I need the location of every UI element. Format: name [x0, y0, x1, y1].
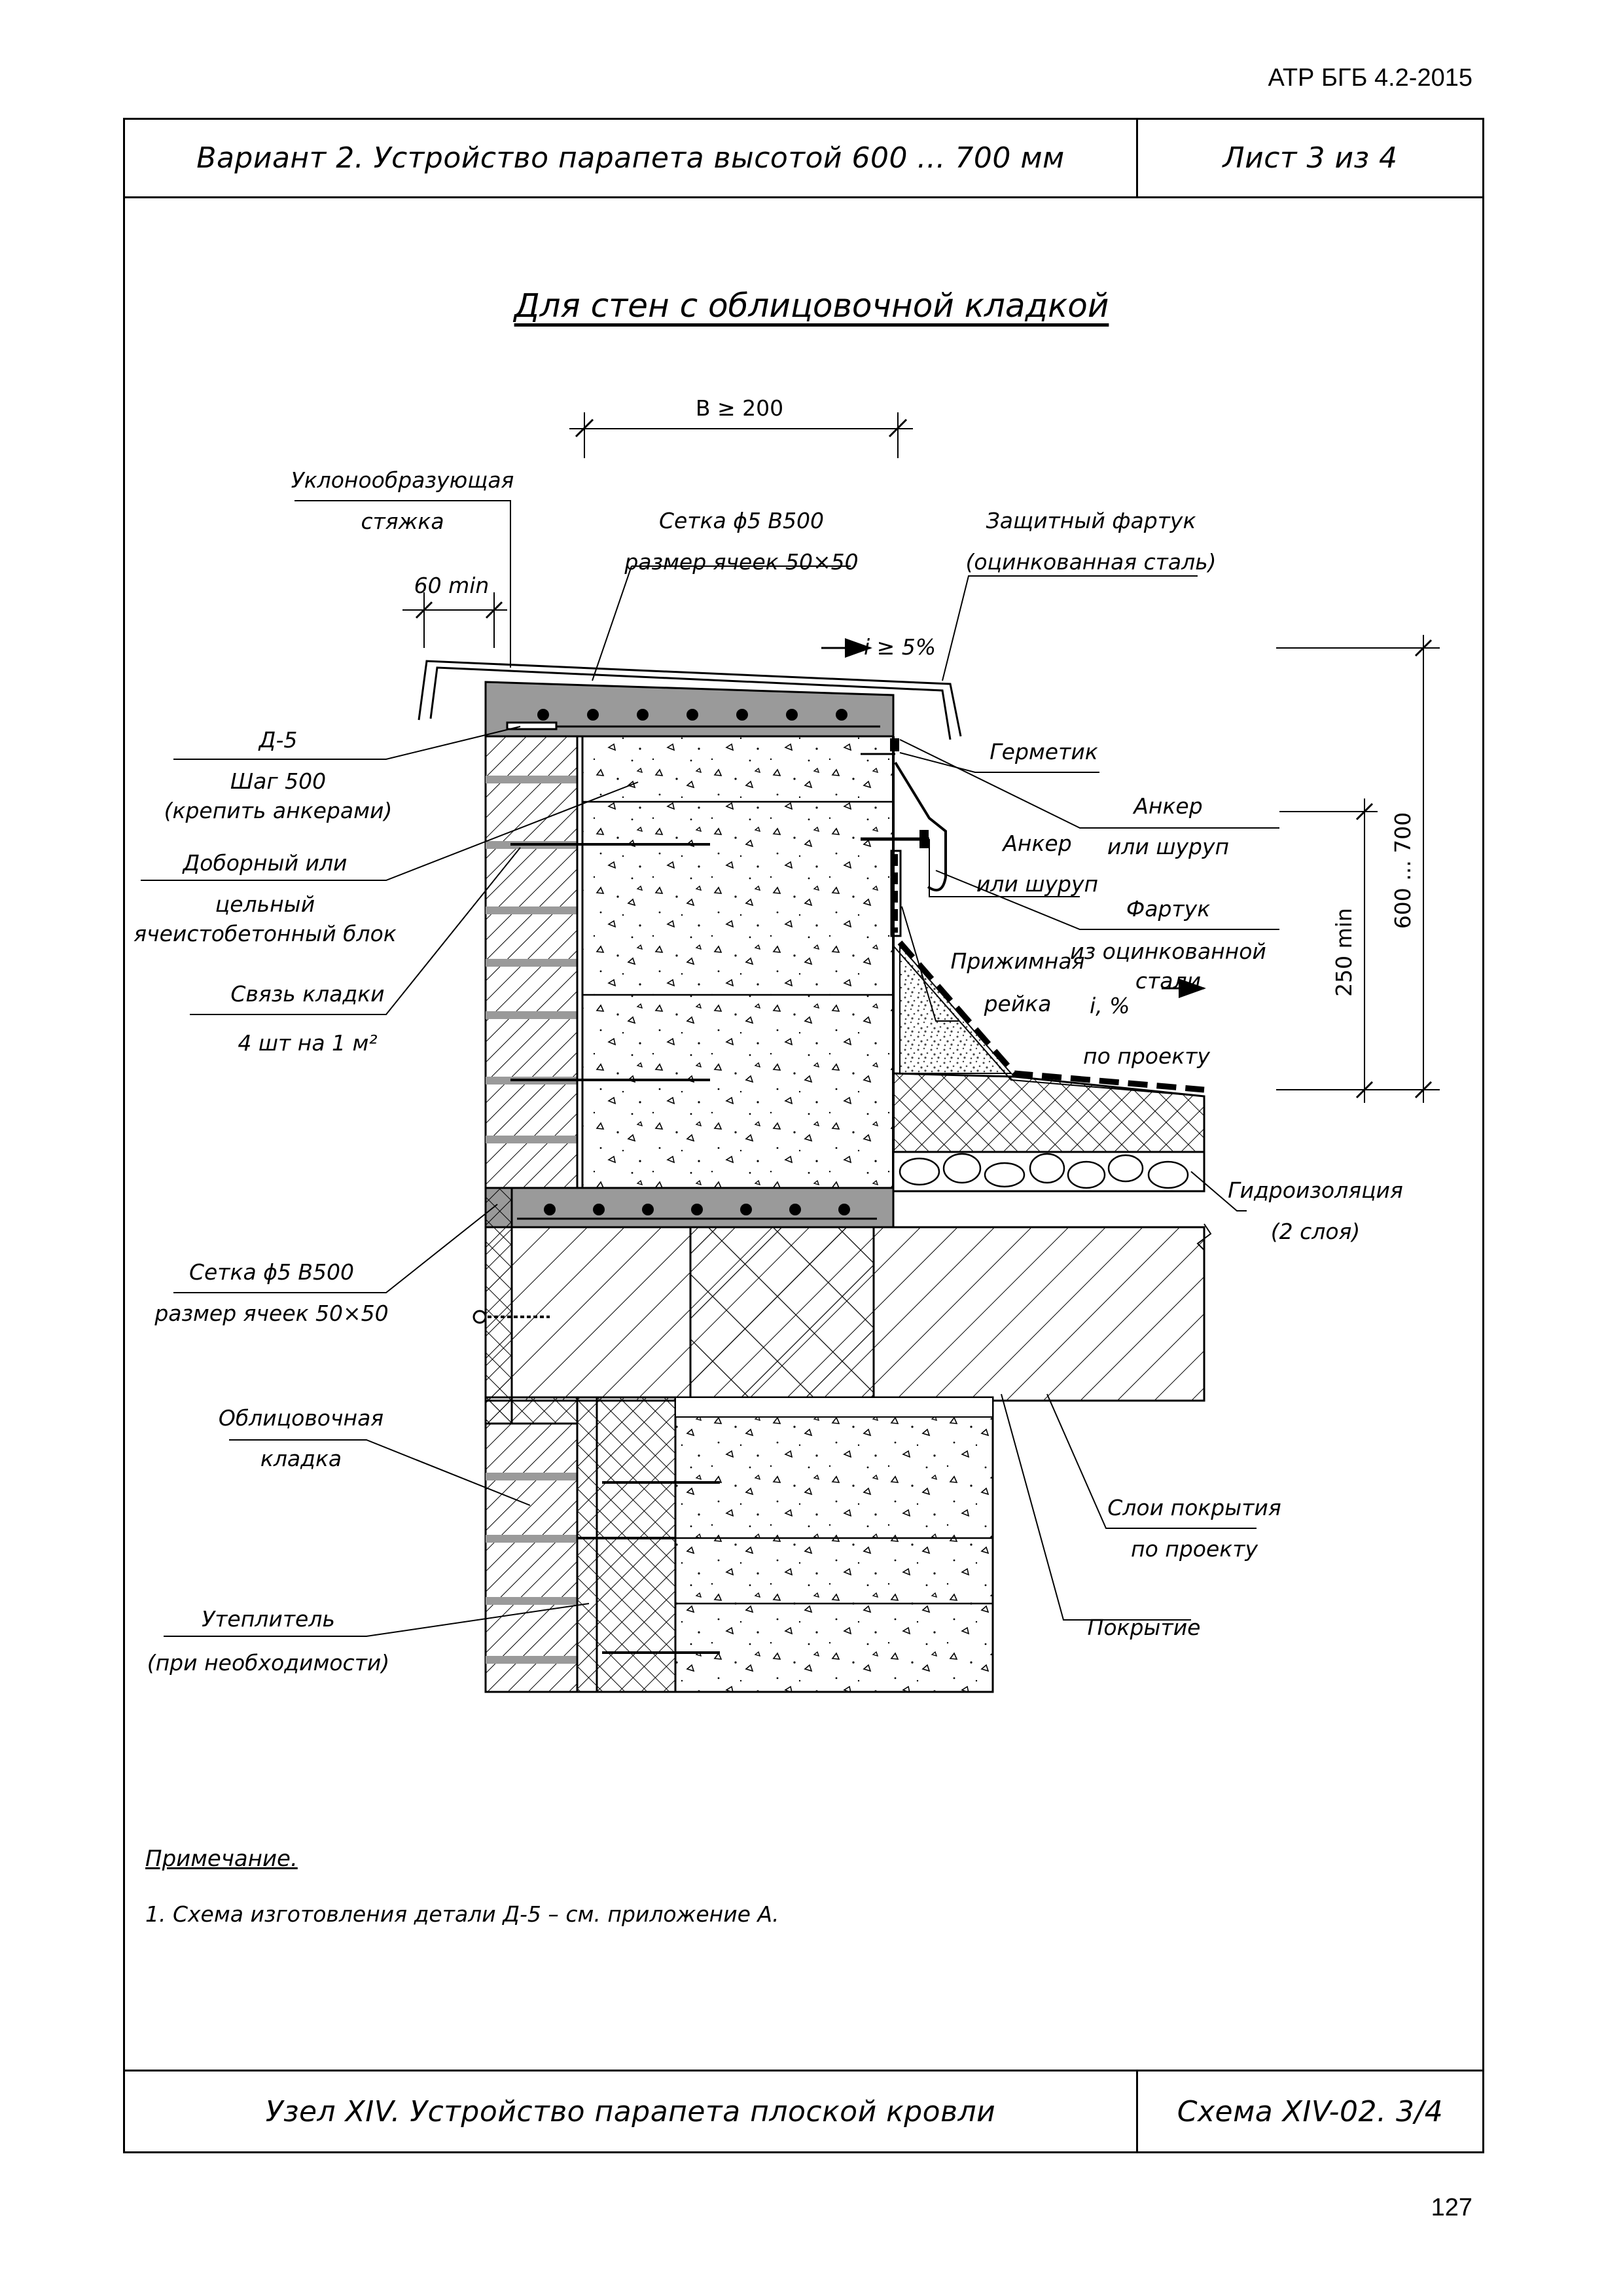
insulation-dowels	[602, 1481, 720, 1654]
label-mesh-top-2: размер ячеек 50×50	[624, 549, 858, 575]
labels: Уклонообразующая стяжка Сетка ϕ5 В500 ра…	[134, 467, 1403, 1676]
note-item-1: 1. Схема изготовления детали Д-5 – см. п…	[145, 1901, 779, 1927]
label-d5-2: Шаг 500	[230, 768, 326, 794]
label-screed-2: стяжка	[361, 509, 444, 534]
screed-rebar	[510, 709, 880, 728]
parapet-aerated-blocks	[581, 735, 895, 1189]
label-apron-2: из оцинкованной	[1070, 939, 1266, 964]
label-block-1: Доборный или	[181, 850, 347, 876]
scheme-number: Схема XIV-02. 3/4	[1177, 2094, 1444, 2128]
label-tie-2: 4 шт на 1 м²	[238, 1030, 377, 1056]
drawing-frame: Вариант 2. Устройство парапета высотой 6…	[123, 118, 1484, 2153]
footer-divider	[1136, 2072, 1138, 2151]
label-insul-2: (при необходимости)	[147, 1650, 390, 1676]
label-anchor1-1: Анкер	[1132, 793, 1202, 819]
leader-lines	[141, 500, 1279, 1637]
drawing-title: Для стен с облицовочной кладкой	[514, 287, 1109, 325]
dimension-60: 60 min	[402, 573, 507, 648]
node-title: Узел XIV. Устройство парапета плоской кр…	[265, 2094, 996, 2128]
label-slab: Покрытие	[1088, 1615, 1201, 1640]
parapet-facing-brick	[484, 735, 584, 1189]
dimension-width: В ≥ 200	[569, 395, 913, 458]
label-screed-1: Уклонообразующая	[291, 467, 514, 493]
parapet-flashing	[861, 738, 947, 937]
label-apron-3: стали	[1135, 968, 1201, 994]
bottom-rebar	[517, 1204, 877, 1220]
roof-slab	[484, 1187, 1212, 1425]
notes-heading: Примечание.	[145, 1846, 298, 1872]
lower-facing-brick	[484, 1396, 579, 1693]
label-layers-2: по проекту	[1131, 1536, 1258, 1562]
sheet-number: Лист 3 из 4	[1222, 141, 1398, 175]
document-code: АТР БГБ 4.2-2015	[1268, 64, 1472, 92]
slope-top-label: i ≥ 5%	[864, 634, 936, 660]
label-mesh-bot-2: размер ячеек 50×50	[154, 1300, 388, 1326]
dim-600-label: 600 ... 700	[1390, 812, 1416, 929]
label-mesh-top-1: Сетка ϕ5 В500	[659, 508, 824, 533]
label-block-3: ячеистобетонный блок	[134, 921, 396, 946]
dim-width-label: В ≥ 200	[696, 395, 783, 421]
dimension-height	[1276, 635, 1440, 1103]
page-number: 127	[1431, 2194, 1472, 2221]
lower-aerated-blocks	[674, 1396, 994, 1693]
slope-roof-sub: по проекту	[1083, 1043, 1210, 1069]
label-tie-1: Связь кладки	[230, 981, 384, 1007]
label-rail-1: Прижимная	[951, 948, 1085, 974]
label-facing-1: Облицовочная	[219, 1405, 383, 1431]
label-apron-1: Фартук	[1126, 896, 1210, 922]
label-layers-1: Слои покрытия	[1107, 1495, 1281, 1520]
label-waterproof-1: Гидроизоляция	[1228, 1177, 1403, 1203]
slope-roof-label: i, %	[1090, 993, 1130, 1018]
facade-bolt	[473, 1310, 550, 1324]
label-sealant: Герметик	[990, 739, 1098, 764]
label-rail-2: рейка	[984, 991, 1052, 1016]
label-anchor1-2: или шуруп	[1107, 834, 1229, 859]
header-row: Вариант 2. Устройство парапета высотой 6…	[125, 120, 1482, 198]
d5-plate	[506, 721, 558, 730]
waterproofing-line	[897, 941, 1205, 1093]
label-facing-2: кладка	[260, 1446, 342, 1471]
label-mesh-bot-1: Сетка ϕ5 В500	[189, 1259, 354, 1285]
label-apron-top-1: Защитный фартук	[986, 508, 1196, 533]
roof-layers	[892, 1072, 1205, 1193]
label-d5-1: Д-5	[258, 727, 298, 753]
label-apron-top-2: (оцинкованная сталь)	[965, 549, 1216, 575]
top-apron	[418, 660, 962, 740]
label-insul-1: Утеплитель	[202, 1606, 335, 1632]
label-anchor2-2: или шуруп	[976, 871, 1098, 897]
sheet-title: Вариант 2. Устройство парапета высотой 6…	[196, 141, 1065, 175]
label-d5-3: (крепить анкерами)	[164, 798, 393, 823]
dim-60-label: 60 min	[414, 573, 490, 598]
label-waterproof-2: (2 слоя)	[1271, 1219, 1361, 1244]
label-anchor2-1: Анкер	[1001, 831, 1071, 856]
label-block-2: цельный	[215, 891, 315, 917]
dim-250-label: 250 min	[1331, 908, 1357, 997]
header-divider	[1136, 120, 1138, 196]
footer-row: Узел XIV. Устройство парапета плоской кр…	[125, 2070, 1482, 2151]
lower-insulation	[576, 1396, 677, 1693]
